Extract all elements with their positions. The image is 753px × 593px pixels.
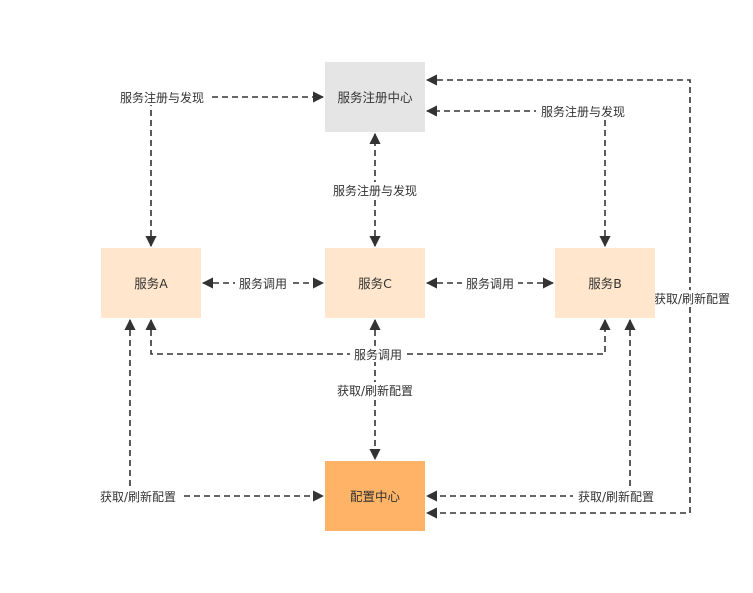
node-service-b[interactable]: 服务B [555, 248, 655, 318]
label-call-a-c: 服务调用 [239, 276, 287, 291]
edge-b-config [425, 318, 636, 502]
label-config-c: 获取/刷新配置 [337, 383, 413, 398]
node-registry[interactable]: 服务注册中心 [325, 62, 425, 132]
edge-a-registry [145, 91, 325, 248]
node-service-c-label: 服务C [358, 276, 392, 291]
label-config-registry: 获取/刷新配置 [654, 291, 730, 306]
node-config-center-box [325, 461, 425, 531]
edge-registry-config [425, 74, 691, 519]
node-service-a-label: 服务A [134, 276, 168, 291]
node-service-b-label: 服务B [588, 276, 622, 291]
node-service-a[interactable]: 服务A [101, 248, 201, 318]
label-call-a-b: 服务调用 [354, 347, 402, 362]
node-service-b-box [555, 248, 655, 318]
label-register-discover-c: 服务注册与发现 [333, 183, 417, 198]
node-service-c[interactable]: 服务C [325, 248, 425, 318]
node-registry-box [325, 62, 425, 132]
label-register-discover-a: 服务注册与发现 [120, 90, 204, 105]
node-config-center-label: 配置中心 [350, 489, 401, 504]
edge-a-config [124, 318, 325, 502]
label-call-c-b: 服务调用 [466, 276, 514, 291]
label-register-discover-b: 服务注册与发现 [541, 104, 625, 119]
node-config-center[interactable]: 配置中心 [325, 461, 425, 531]
label-config-b: 获取/刷新配置 [578, 489, 654, 504]
nodes: 服务注册中心 服务A 服务C 服务B 配置中心 [101, 62, 655, 531]
edge-labels: 服务注册与发现 服务注册与发现 服务注册与发现 服务调用 服务调用 服务调用 获… [95, 89, 735, 504]
node-service-c-box [325, 248, 425, 318]
node-registry-label: 服务注册中心 [337, 90, 413, 105]
node-service-a-box [101, 248, 201, 318]
label-config-a: 获取/刷新配置 [100, 489, 176, 504]
edge-b-registry [425, 105, 611, 248]
